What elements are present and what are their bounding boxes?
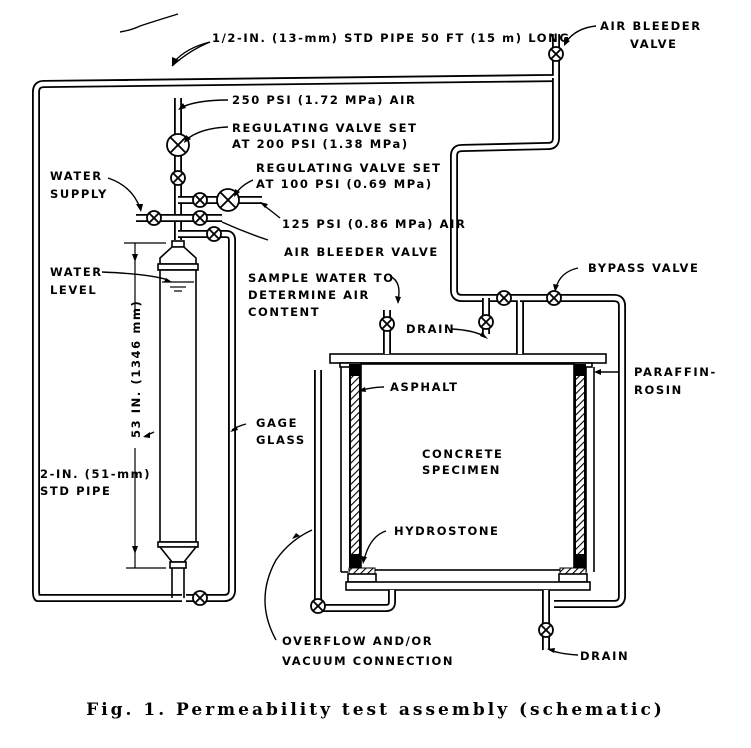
label-reg-100: REGULATING VALVE SET <box>256 161 442 175</box>
label-air-125: 125 PSI (0.86 MPa) AIR <box>282 217 466 231</box>
label-dimension: 53 IN. (1346 mm) <box>129 300 143 438</box>
concrete-specimen <box>360 363 575 571</box>
label-sample-water-3: CONTENT <box>248 305 320 319</box>
water-supply-valve-icon <box>146 210 162 226</box>
permeability-schematic: 1/2-IN. (13-mm) STD PIPE 50 FT (15 m) LO… <box>32 13 717 668</box>
standpipe-bottom-valve-icon <box>192 590 208 606</box>
dimension-line <box>124 242 166 569</box>
label-asphalt: ASPHALT <box>390 380 459 394</box>
air-bleeder-valve-top-icon <box>548 46 564 62</box>
label-water-level: WATER <box>50 265 103 279</box>
label-std-pipe-2: STD PIPE <box>40 484 111 498</box>
label-gage-glass: GAGE <box>256 416 298 430</box>
labels: 1/2-IN. (13-mm) STD PIPE 50 FT (15 m) LO… <box>40 19 717 668</box>
shutoff-valve-supply-icon <box>170 170 186 186</box>
label-overflow: OVERFLOW AND/OR <box>282 634 433 648</box>
drain-valve-bottom-icon <box>538 622 554 638</box>
label-reg-200-2: AT 200 PSI (1.38 MPa) <box>232 137 409 151</box>
long-air-pipe <box>32 34 560 602</box>
sample-water-valve-icon <box>379 316 395 332</box>
hydrostone-left <box>348 567 376 575</box>
label-drain-top: DRAIN <box>406 322 455 336</box>
air-bleeder-valve-mid-icon <box>206 226 222 242</box>
vessel-bottom-piping <box>314 370 550 650</box>
label-air-bleeder-top-2: VALVE <box>630 37 678 51</box>
label-air-250: 250 PSI (1.72 MPa) AIR <box>232 93 416 107</box>
supply-manifold <box>136 98 262 252</box>
top-bleeder-leader <box>565 25 597 43</box>
label-reg-200: REGULATING VALVE SET <box>232 121 418 135</box>
bypass-valve-icon <box>546 290 562 306</box>
valve-125-air-icon <box>192 210 208 226</box>
label-long-pipe: 1/2-IN. (13-mm) STD PIPE 50 FT (15 m) LO… <box>212 31 570 45</box>
figure-caption: Fig. 1. Permeability test assembly (sche… <box>86 700 665 720</box>
label-air-bleeder-top: AIR BLEEDER <box>600 19 702 33</box>
label-hydrostone: HYDROSTONE <box>394 524 500 538</box>
label-paraffin-rosin-2: ROSIN <box>634 383 683 397</box>
regulating-valve-200-icon <box>166 133 190 157</box>
asphalt-hatch-right <box>576 376 584 554</box>
label-sample-water-2: DETERMINE AIR <box>248 288 370 302</box>
valve-to-regulator-100-icon <box>192 192 208 208</box>
drain-valve-top-icon <box>478 314 494 330</box>
label-water-level-2: LEVEL <box>50 283 97 297</box>
label-gage-glass-2: GLASS <box>256 433 306 447</box>
label-paraffin-rosin: PARAFFIN- <box>634 365 717 379</box>
label-reg-100-2: AT 100 PSI (0.69 MPa) <box>256 177 433 191</box>
label-air-bleeder-mid: AIR BLEEDER VALVE <box>284 245 439 259</box>
label-water-supply: WATER <box>50 169 103 183</box>
label-concrete-specimen-2: SPECIMEN <box>422 463 501 477</box>
label-drain-bottom: DRAIN <box>580 649 629 663</box>
label-bypass-valve: BYPASS VALVE <box>588 261 700 275</box>
standpipe-column <box>157 240 199 598</box>
regulating-valve-100-icon <box>216 188 240 212</box>
label-concrete-specimen: CONCRETE <box>422 447 504 461</box>
line-valve-top-icon <box>496 290 512 306</box>
label-overflow-2: VACUUM CONNECTION <box>282 654 454 668</box>
label-water-supply-2: SUPPLY <box>50 187 108 201</box>
hydrostone-right <box>559 567 587 575</box>
long-pipe-leader <box>171 41 211 67</box>
label-std-pipe: 2-IN. (51-mm) <box>40 467 151 481</box>
label-sample-water: SAMPLE WATER TO <box>248 271 395 285</box>
overflow-valve-icon <box>310 598 326 614</box>
specimen-vessel <box>329 353 607 591</box>
asphalt-hatch-left <box>351 376 359 554</box>
gage-glass <box>186 252 236 602</box>
